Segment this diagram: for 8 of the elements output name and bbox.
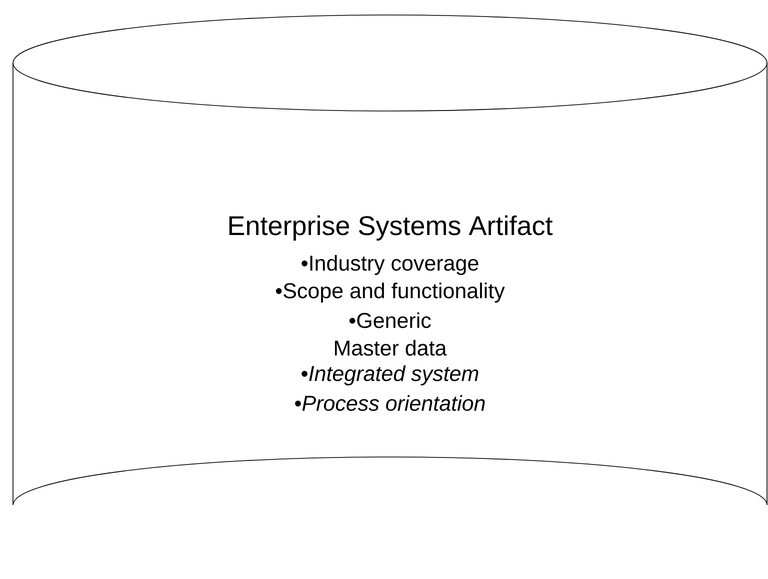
node-label: •Scope and functionality — [276, 282, 505, 303]
node-label: •Integrated system — [302, 365, 478, 386]
node-label: Master data — [335, 340, 447, 356]
node-label: •Industry coverage — [302, 254, 478, 276]
node-label: •Process orientation — [295, 395, 485, 411]
node-label: Enterprise Systems Artifact — [229, 215, 553, 241]
node-label: •Generic — [349, 312, 431, 328]
cylinder: Enterprise Systems Artifact •Industry coverage •Scope and functionality •Generic Master data •Integrated system •Process orientation — [12, 14, 768, 506]
